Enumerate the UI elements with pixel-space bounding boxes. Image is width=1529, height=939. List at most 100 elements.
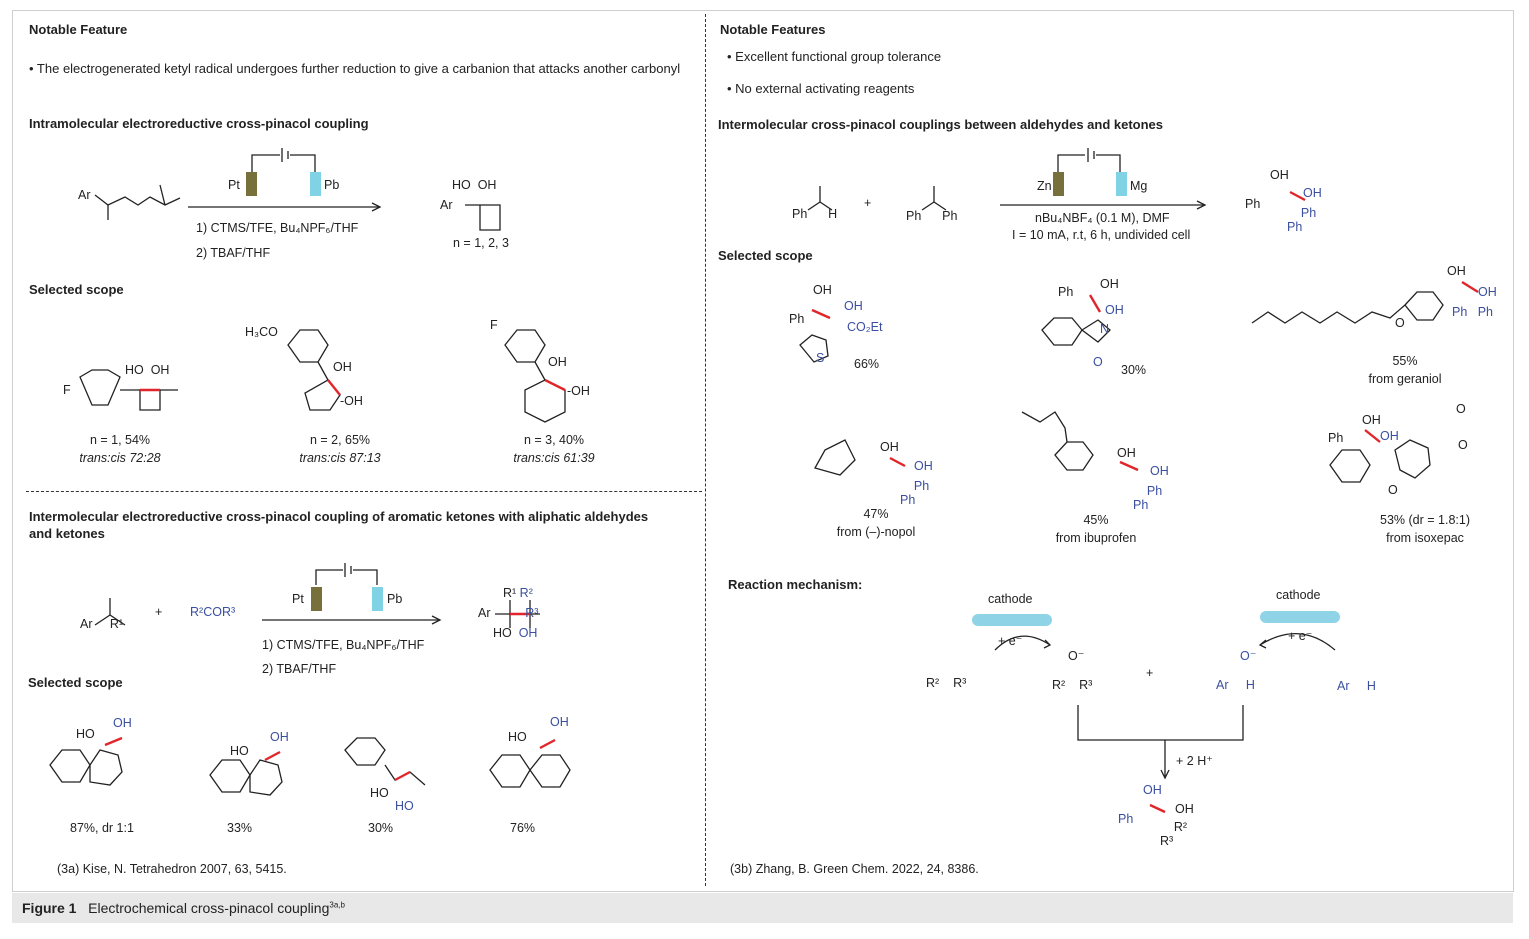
label-ho-c: HO bbox=[370, 786, 389, 800]
intra-step2: 2) TBAF/THF bbox=[196, 246, 271, 260]
right-cond1: nBu₄NBF₄ (0.1 M), DMF bbox=[1035, 211, 1170, 225]
label-oh-r4b: OH bbox=[914, 459, 933, 473]
label-oh-s3b: -OH bbox=[567, 384, 590, 398]
label-ar: Ar bbox=[78, 188, 91, 202]
label-oh-r2b: OH bbox=[1105, 303, 1124, 317]
label-oh-p2: OH bbox=[1303, 186, 1322, 200]
intra-step1: 1) CTMS/TFE, Bu₄NPF₆/THF bbox=[196, 221, 359, 235]
label-oh-a: OH bbox=[113, 716, 132, 730]
plus-sign: + bbox=[155, 605, 163, 619]
label-ph-r6: Ph bbox=[1328, 431, 1344, 445]
label-s: S bbox=[816, 351, 825, 365]
label-oh-s2: OH bbox=[333, 360, 352, 374]
label-ho-oh-s1: HO OH bbox=[125, 363, 170, 377]
electrode-pb-label: Pb bbox=[324, 178, 340, 192]
panel-divider-horizontal bbox=[26, 491, 702, 492]
right-scope-5-source: from ibuprofen bbox=[1055, 531, 1137, 545]
label-ho-a: HO bbox=[76, 727, 95, 741]
label-oh-d: OH bbox=[550, 715, 569, 729]
label-phph-r3: Ph Ph bbox=[1452, 305, 1493, 319]
label-oh-r6b: OH bbox=[1380, 429, 1399, 443]
plus-sign-3: + bbox=[1146, 666, 1154, 680]
label-o-r6b: O bbox=[1458, 438, 1468, 452]
e-minus-1: + e⁻ bbox=[998, 634, 1023, 648]
caption-text: Electrochemical cross-pinacol coupling bbox=[88, 900, 330, 916]
right-scope-6-yield: 53% (dr = 1.8:1) bbox=[1380, 513, 1470, 527]
scope2-yield-1: 87%, dr 1:1 bbox=[70, 821, 134, 835]
right-cond2: I = 10 mA, r.t, 6 h, undivided cell bbox=[1012, 228, 1191, 242]
e-minus-2: + e⁻ bbox=[1288, 629, 1313, 643]
label-f-s3: F bbox=[490, 318, 498, 332]
mech-title: Reaction mechanism: bbox=[728, 577, 863, 592]
inter-title-1: Intermolecular electroreductive cross-pi… bbox=[29, 509, 649, 524]
scope2-yield-3: 30% bbox=[368, 821, 394, 835]
label-oh-r5: OH bbox=[1117, 446, 1136, 460]
inter-step1: 1) CTMS/TFE, Bu₄NPF₆/THF bbox=[262, 638, 425, 652]
left-notable-item: • The electrogenerated ketyl radical und… bbox=[29, 61, 681, 76]
label-oh-r2: OH bbox=[1100, 277, 1119, 291]
label-oh-s3: OH bbox=[548, 355, 567, 369]
electrode-mg-label: Mg bbox=[1130, 179, 1148, 193]
label-ho-oh: HO OH bbox=[452, 178, 497, 192]
plus-sign-2: + bbox=[864, 196, 872, 210]
label-ph-p1: Ph bbox=[1245, 197, 1261, 211]
panel-divider-vertical bbox=[705, 14, 706, 886]
scope-2-yield: n = 2, 65% bbox=[309, 433, 371, 447]
two-h-label: + 2 H⁺ bbox=[1176, 754, 1213, 768]
label-oh-r5b: OH bbox=[1150, 464, 1169, 478]
label-ph-m: Ph bbox=[1118, 812, 1134, 826]
cathode-label-1: cathode bbox=[988, 592, 1033, 606]
right-scope-5-yield: 45% bbox=[1083, 513, 1109, 527]
label-o-minus-b: O⁻ bbox=[1240, 649, 1257, 663]
label-o-r2: O bbox=[1093, 355, 1103, 369]
label-ph-r2: Ph bbox=[1058, 285, 1074, 299]
label-ho-d: HO bbox=[508, 730, 527, 744]
right-scope-6-source: from isoxepac bbox=[1386, 531, 1464, 545]
label-ar-2: Ar bbox=[440, 198, 453, 212]
electrode-pt-label-2: Pt bbox=[292, 592, 304, 606]
scope-3-ratio: trans:cis 61:39 bbox=[513, 451, 595, 465]
figure-caption: Figure 1 Electrochemical cross-pinacol c… bbox=[12, 893, 1513, 923]
right-reference: (3b) Zhang, B. Green Chem. 2022, 24, 838… bbox=[730, 862, 979, 876]
label-o-r6: O bbox=[1456, 402, 1466, 416]
label-ph-h: Ph H bbox=[792, 207, 838, 221]
left-reference: (3a) Kise, N. Tetrahedron 2007, 63, 5415… bbox=[57, 862, 287, 876]
label-oh-r3b: OH bbox=[1478, 285, 1497, 299]
label-h3co: H₃CO bbox=[245, 325, 278, 339]
right-scope-3-yield: 55% bbox=[1392, 354, 1418, 368]
right-notable-title: Notable Features bbox=[720, 22, 826, 37]
electrode-zn-label: Zn bbox=[1037, 179, 1052, 193]
label-ar-h-a: Ar H bbox=[1216, 678, 1255, 692]
scope-title: Selected scope bbox=[29, 282, 124, 297]
scope2-yield-4: 76% bbox=[510, 821, 536, 835]
label-ho-oh-p: HO OH bbox=[493, 626, 538, 640]
scope-3-yield: n = 3, 40% bbox=[523, 433, 585, 447]
cathode-label-2: cathode bbox=[1276, 588, 1321, 602]
label-oh-r6: OH bbox=[1362, 413, 1381, 427]
label-r2r3-a: R² R³ bbox=[926, 676, 967, 690]
intra-title: Intramolecular electroreductive cross-pi… bbox=[29, 116, 369, 131]
label-co2et: CO₂Et bbox=[847, 320, 883, 334]
left-notable-title: Notable Feature bbox=[29, 22, 128, 37]
caption-sup: 3a,b bbox=[329, 900, 345, 910]
scope-1-yield: n = 1, 54% bbox=[89, 433, 151, 447]
scope2-title: Selected scope bbox=[28, 675, 123, 690]
right-scope-3-source: from geraniol bbox=[1368, 372, 1442, 386]
label-f-s1: F bbox=[63, 383, 71, 397]
right-scope-1-yield: 66% bbox=[854, 357, 880, 371]
label-oh-b: OH bbox=[270, 730, 289, 744]
label-ph-r1: Ph bbox=[789, 312, 805, 326]
label-ho-c2: HO bbox=[395, 799, 414, 813]
label-ho-b: HO bbox=[230, 744, 249, 758]
label-o-r3: O bbox=[1395, 316, 1405, 330]
label-ar-h-b: Ar H bbox=[1337, 679, 1376, 693]
electrode-pt-label: Pt bbox=[228, 178, 240, 192]
label-oh-r4: OH bbox=[880, 440, 899, 454]
right-scope-4-source: from (–)-nopol bbox=[836, 525, 916, 539]
inter-title-2: and ketones bbox=[29, 526, 105, 541]
label-ar-r3: Ar R³ bbox=[478, 606, 539, 620]
